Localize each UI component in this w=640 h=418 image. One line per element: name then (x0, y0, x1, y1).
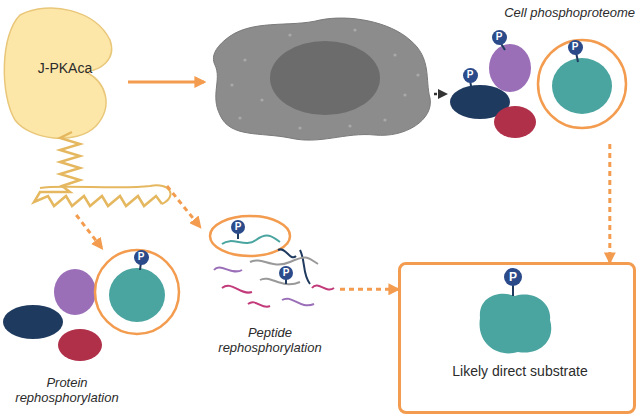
phospho-mark: P (463, 68, 478, 83)
protein-teal (109, 268, 165, 322)
cell-nucleus (270, 41, 380, 115)
group-caption: Cell phosphoproteome (490, 6, 635, 21)
phospho-mark: P (492, 30, 507, 45)
proteome-group: Cell phosphoproteome (450, 2, 638, 144)
peptide-group: Peptide rephosphorylation (200, 214, 340, 374)
cell-shape (213, 18, 430, 140)
phospho-mark: P (279, 266, 293, 280)
protein-teal (480, 294, 552, 354)
helix-tail (34, 132, 162, 206)
helix-loop (40, 185, 171, 204)
protein-red (494, 106, 536, 138)
proteome-arrow (434, 93, 446, 96)
group-caption: Protein rephosphorylation (2, 376, 132, 406)
dashed-arrow (340, 288, 398, 291)
dashed-arrow (608, 144, 611, 262)
dashed-arrow (76, 215, 102, 248)
protein-teal (552, 58, 612, 114)
phospho-mark: P (504, 268, 522, 286)
dashed-arrow (167, 186, 200, 227)
cell-speckles (230, 28, 419, 129)
highlight-circle (538, 40, 626, 128)
node-label: J-PKAca (20, 60, 110, 76)
entry-arrow (128, 81, 204, 84)
kinase-shape (4, 8, 111, 138)
node-label: Likely direct substrate (451, 363, 589, 379)
highlight-circle (95, 250, 179, 334)
peptides (214, 236, 334, 307)
protein-purple (489, 44, 531, 92)
protein-blue (3, 305, 63, 339)
phospho-mark: P (231, 220, 245, 234)
group-caption: Peptide rephosphorylation (208, 326, 332, 356)
protein-red (58, 329, 102, 361)
protein-purple (54, 269, 96, 315)
phospho-mark: P (568, 40, 583, 55)
kinase-node: J-PKAca (2, 8, 167, 215)
phospho-mark: P (134, 250, 149, 265)
protein-group: Protein rephosphorylation (0, 248, 185, 416)
